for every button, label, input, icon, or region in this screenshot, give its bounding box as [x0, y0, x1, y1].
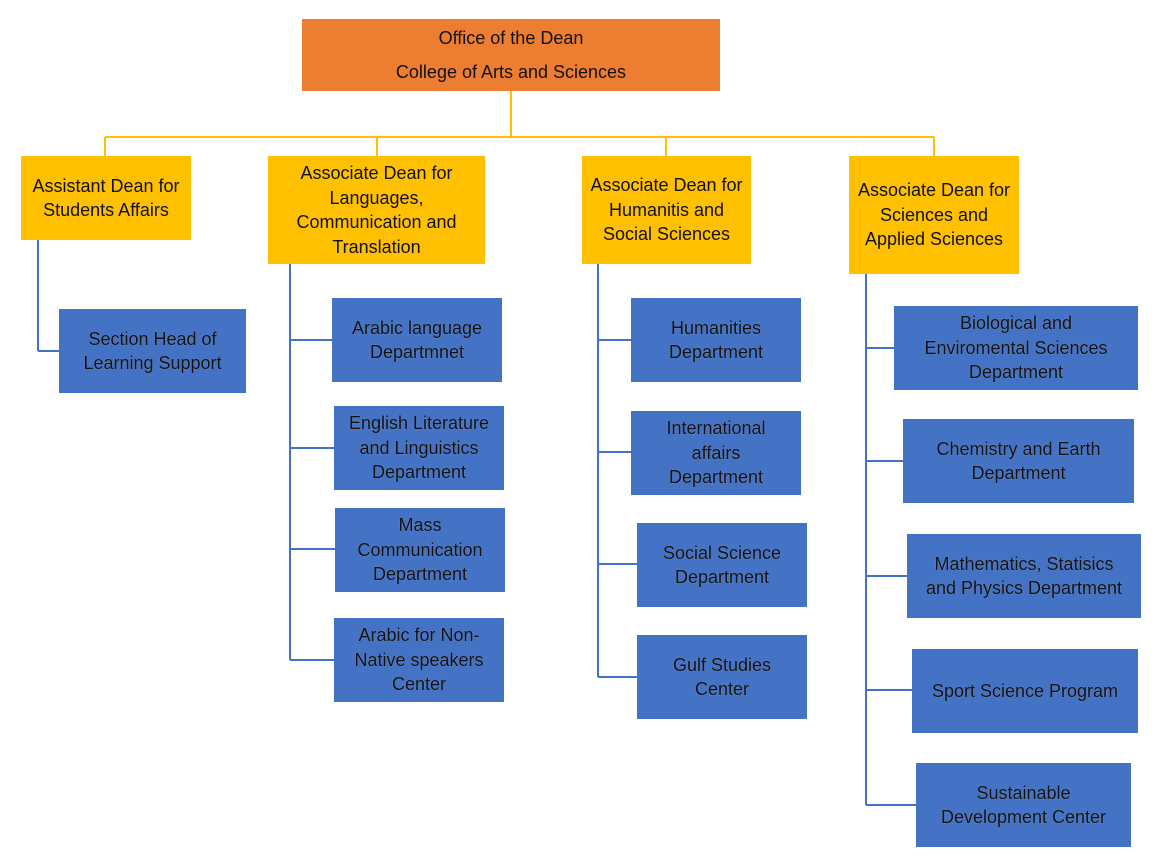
unit-sport-science: Sport Science Program	[912, 649, 1138, 733]
unit-line: Center	[391, 674, 447, 695]
unit-line: and Physics Department	[925, 578, 1123, 598]
head-line: Associate Dean for	[857, 180, 1011, 201]
unit-chemistry-earth: Chemistry and Earth Department	[903, 419, 1134, 503]
unit-line: Chemistry and Earth	[936, 438, 1101, 459]
unit-line: Departmnet	[369, 342, 465, 362]
branch-connectors	[37, 240, 916, 806]
head-line: Social Sciences	[602, 224, 731, 245]
unit-line: Native speakers	[354, 649, 484, 670]
unit-line: Arabic language	[351, 317, 483, 338]
unit-line: Mathematics, Statisics	[934, 553, 1114, 574]
top-connectors	[104, 91, 935, 156]
associate-dean-humanities-box: Associate Dean for Humanitis and Social …	[582, 156, 751, 264]
unit-line: Department	[668, 467, 764, 488]
unit-line: Department	[971, 463, 1066, 483]
unit-line: Sustainable	[976, 782, 1071, 803]
associate-dean-sciences-box: Associate Dean for Sciences and Applied …	[849, 156, 1019, 274]
unit-line: Development Center	[940, 807, 1107, 827]
college-name: College of Arts and Sciences	[395, 62, 627, 82]
unit-line: International	[666, 418, 766, 439]
unit-line: Biological and	[959, 313, 1073, 334]
head-line: Translation	[332, 236, 421, 257]
unit-line: Arabic for Non-	[358, 625, 480, 646]
unit-learning-support: Section Head of Learning Support	[59, 309, 246, 393]
unit-english-literature: English Literature and Linguistics Depar…	[334, 406, 504, 490]
unit-social-science: Social Science Department	[637, 523, 807, 607]
head-line: Associate Dean for	[590, 175, 743, 196]
unit-line: Learning Support	[83, 353, 222, 373]
head-line: Sciences and	[879, 204, 989, 225]
unit-gulf-studies: Gulf Studies Center	[637, 635, 807, 719]
assistant-dean-students-box: Assistant Dean for Students Affairs	[21, 156, 191, 240]
unit-international-affairs: International affairs Department	[631, 411, 801, 495]
unit-line: Center	[694, 679, 750, 699]
head-line: Assistant Dean for	[32, 175, 180, 196]
unit-line: Sport Science Program	[931, 680, 1119, 701]
unit-arabic-non-native: Arabic for Non- Native speakers Center	[334, 618, 504, 702]
dean-office-box: Office of the Dean College of Arts and S…	[302, 19, 720, 91]
head-line: Associate Dean for	[300, 163, 453, 183]
associate-dean-languages-box: Associate Dean for Languages, Communicat…	[268, 156, 485, 264]
unit-arabic-language: Arabic language Departmnet	[332, 298, 502, 382]
unit-line: Department	[371, 462, 467, 483]
head-line: Humanitis and	[608, 199, 725, 220]
dean-title: Office of the Dean	[438, 28, 584, 48]
unit-line: Department	[668, 342, 764, 362]
unit-line: Social Science	[662, 542, 782, 563]
head-line: Communication and	[296, 212, 457, 232]
unit-line: English Literature	[348, 413, 490, 434]
unit-line: Department	[372, 564, 468, 585]
unit-biological-environmental: Biological and Enviromental Sciences Dep…	[894, 306, 1138, 390]
unit-line: Gulf Studies	[672, 654, 772, 675]
unit-line: Department	[674, 567, 770, 587]
head-line: Students Affairs	[43, 200, 169, 220]
unit-line: and Linguistics	[359, 437, 479, 458]
unit-line: Enviromental Sciences	[924, 337, 1108, 358]
unit-mass-communication: Mass Communication Department	[335, 508, 505, 592]
unit-line: affairs	[691, 442, 741, 463]
unit-line: Mass	[398, 515, 442, 536]
head-line: Applied Sciences	[864, 229, 1004, 250]
unit-humanities: Humanities Department	[631, 298, 801, 382]
unit-line: Section Head of	[88, 328, 217, 349]
unit-line: Department	[968, 362, 1064, 383]
unit-line: Communication	[357, 539, 483, 560]
unit-line: Humanities	[670, 317, 762, 338]
unit-math-stats-physics: Mathematics, Statisics and Physics Depar…	[907, 534, 1141, 618]
unit-sustainable-development: Sustainable Development Center	[916, 763, 1131, 847]
head-line: Languages,	[329, 187, 424, 208]
